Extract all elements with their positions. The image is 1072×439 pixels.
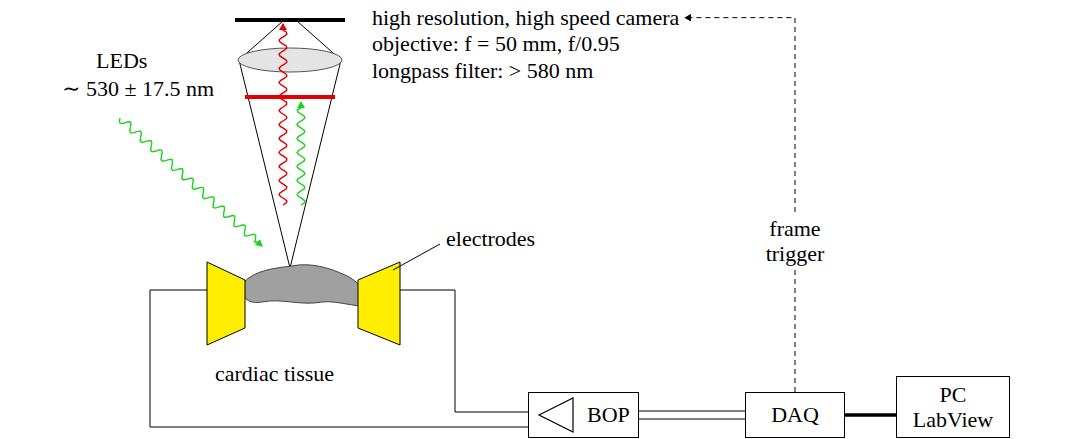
amplifier-symbol [535,393,579,437]
part-label: cardiac tissue [215,361,334,386]
part-label: ∼ 530 ± 17.5 nm [62,76,214,101]
box-label: BOP [587,402,630,427]
wire [400,290,528,412]
excitation-ray [297,102,305,205]
amplifier-triangle [539,398,573,432]
emission-ray [279,24,287,205]
connector-stroke [639,411,745,412]
light-cone [239,21,341,268]
led-light [119,118,262,246]
amplifier-box: BOP [528,392,639,438]
part-label: high resolution, high speed camera [372,5,679,30]
electrode [358,262,400,345]
objective-lens [238,48,342,72]
device-box: DAQ [745,392,845,438]
box-label: PC LabView [911,382,995,433]
double-cable [639,411,745,419]
trigger-line [685,18,795,392]
signal-name: frame trigger [755,214,835,269]
connector-stroke [639,419,745,420]
camera-sensor [235,18,345,22]
part-label: longpass filter: > 580 nm [372,58,593,83]
device-box: PC LabView [896,376,1010,438]
wire [150,290,528,427]
electrode [207,262,245,345]
connector-stroke [845,413,896,417]
part-label: objective: f = 50 mm, f/0.95 [372,31,620,56]
leader-line [393,244,440,270]
box-label: DAQ [771,402,819,427]
longpass-filter [245,95,335,99]
part-label: electrodes [446,226,535,251]
data-cable [845,415,896,416]
part-label: LEDs [96,48,147,73]
